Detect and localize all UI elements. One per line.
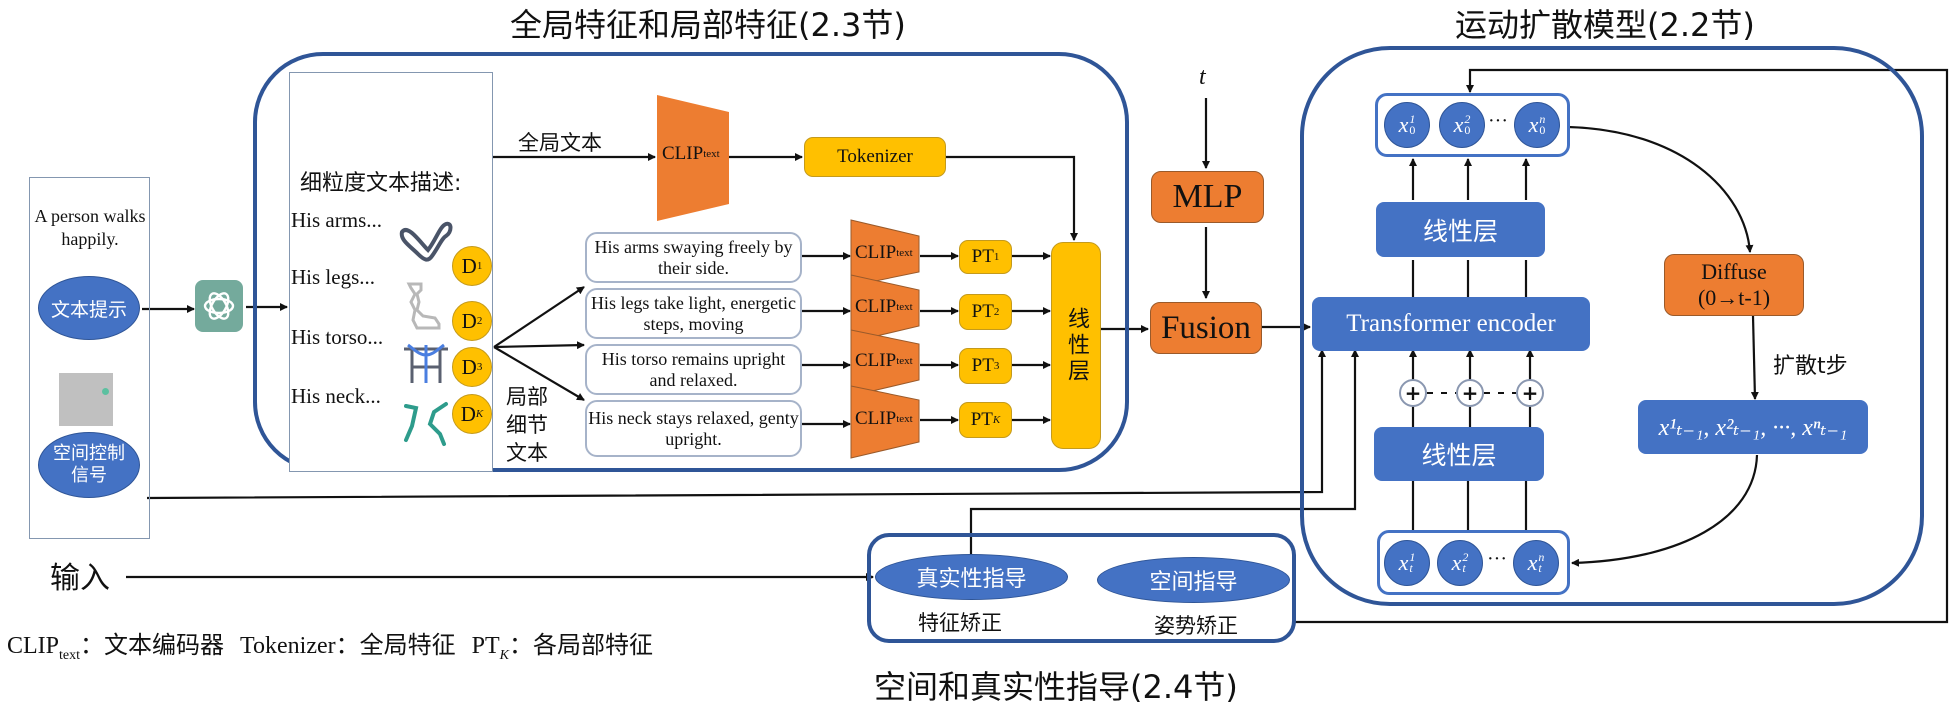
input-panel — [29, 177, 150, 539]
pose-correction-label: 姿势矫正 — [1154, 614, 1238, 638]
spatial-guidance-node[interactable]: 空间指导 — [1097, 557, 1290, 603]
legend-tokenizer-desc: ：全局特征 — [335, 631, 456, 659]
prompt-example: A person walks happily. — [34, 206, 146, 249]
feature-linear-layer[interactable]: 线性层 — [1051, 242, 1101, 449]
diffusion-section-title: 运动扩散模型(2.2节) — [1455, 6, 1755, 44]
guidance-section-title: 空间和真实性指导(2.4节) — [874, 668, 1238, 706]
diffuse-box[interactable]: Diffuse (0→t-1) — [1664, 254, 1804, 316]
legend: CLIPtext：文本编码器 Tokenizer：全局特征 PTK：各局部特征 — [7, 625, 653, 664]
legend-tokenizer: Tokenizer — [240, 633, 336, 659]
timestep-t-label: t — [1199, 64, 1206, 90]
xt-ellipsis: ··· — [1487, 548, 1507, 570]
legend-pt-sub: K — [499, 647, 509, 663]
diffusion-panel — [1300, 46, 1924, 606]
x0-ellipsis: ··· — [1488, 110, 1508, 132]
leg-icon — [406, 282, 441, 330]
part-legs-text: His legs... — [291, 265, 375, 289]
fusion-box[interactable]: Fusion — [1150, 302, 1262, 354]
part-arms-text: His arms... — [291, 208, 382, 232]
control-point-dot — [102, 388, 109, 395]
feature-correction-label: 特征矫正 — [918, 611, 1002, 635]
input-label: 输入 — [50, 561, 110, 596]
noisy-sequence-box[interactable]: x¹ₜ₋₁, x²ₜ₋₁, ···, xⁿₜ₋₁ — [1638, 400, 1868, 454]
local-clip-stack-shape — [850, 219, 920, 459]
diffuse-label: Diffuse — [1701, 259, 1767, 284]
guidance-panel — [867, 533, 1296, 643]
llm-knot-icon — [203, 292, 235, 320]
desc-arms: His arms swaying freely by their side. — [585, 232, 802, 283]
spatial-signal-node[interactable]: 空间控制信号 — [38, 432, 140, 498]
part-torso-text: His torso... — [291, 325, 384, 349]
linear-layer-bottom[interactable]: 线性层 — [1374, 427, 1544, 481]
realism-guidance-node[interactable]: 真实性指导 — [875, 554, 1068, 600]
arm-icon — [399, 221, 453, 262]
global-text-label: 全局文本 — [518, 131, 602, 155]
part-neck-text: His neck... — [291, 384, 381, 408]
legend-clip: CLIP — [7, 633, 60, 659]
legend-clip-desc: ：文本编码器 — [80, 631, 225, 659]
fine-grained-header: 细粒度文本描述: — [300, 171, 462, 196]
desc-neck: His neck stays relaxed, genty upright. — [585, 400, 802, 457]
desc-torso: His torso remains upright and relaxed. — [585, 344, 802, 395]
text-prompt-node[interactable]: 文本提示 — [38, 276, 140, 340]
add-node-2: + — [1456, 379, 1484, 407]
linear-layer-top[interactable]: 线性层 — [1376, 202, 1545, 257]
chatgpt-logo-icon — [195, 280, 243, 332]
add-node-3: + — [1516, 379, 1544, 407]
legend-pt-desc: ：各局部特征 — [508, 631, 653, 659]
feature-section-title: 全局特征和局部特征(2.3节) — [510, 6, 906, 44]
legend-pt: PT — [471, 633, 500, 659]
feature-panel — [253, 52, 1129, 472]
local-text-label: 局部细节文本 — [506, 385, 548, 465]
torso-icon — [404, 343, 448, 383]
diffuse-steps-label: 扩散t步 — [1773, 354, 1848, 379]
spatial-signal-thumbnail — [59, 373, 113, 426]
transformer-encoder[interactable]: Transformer encoder — [1312, 297, 1590, 351]
desc-legs: His legs take light, energetic steps, mo… — [585, 288, 802, 339]
legend-clip-sub: text — [59, 647, 81, 663]
global-clip-encoder-shape — [657, 95, 729, 221]
neck-icon — [404, 402, 448, 446]
diffuse-range: (0→t-1) — [1697, 285, 1771, 310]
tokenizer-box[interactable]: Tokenizer — [804, 137, 946, 177]
add-node-1: + — [1399, 379, 1427, 407]
mlp-box[interactable]: MLP — [1151, 171, 1264, 223]
